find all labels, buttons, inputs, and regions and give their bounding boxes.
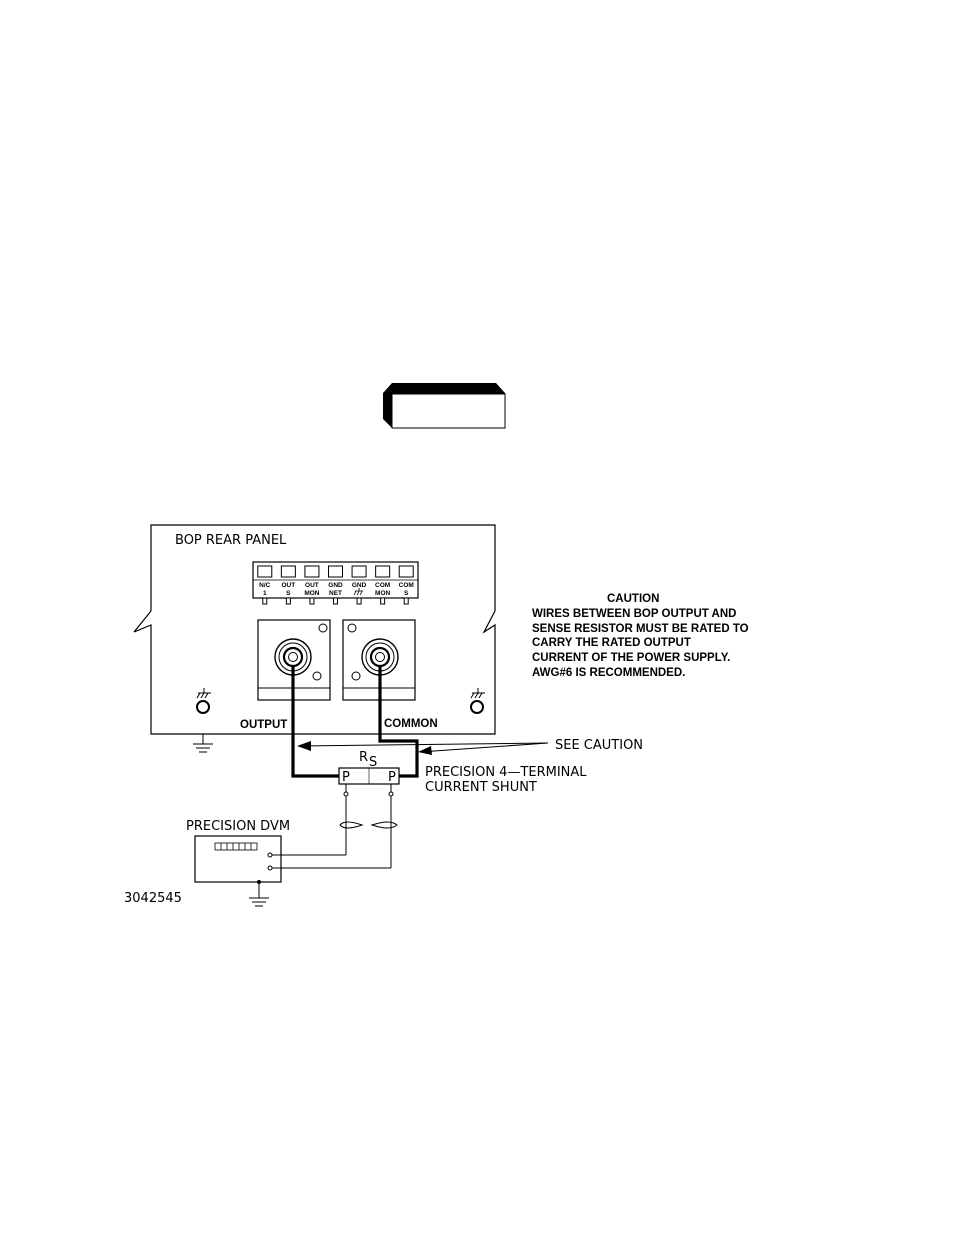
terminal-pin (404, 598, 408, 604)
shunt-subscript: S (369, 755, 377, 770)
terminal-label-top: COM (399, 582, 414, 589)
terminal-label-bottom: S (404, 590, 409, 597)
chassis-ground-right (471, 688, 485, 713)
terminal-label-bottom: 1 (263, 590, 267, 597)
dvm-label: PRECISION DVM (186, 819, 290, 834)
terminal-pin (334, 598, 338, 604)
terminal-label-top: GND (352, 582, 367, 589)
terminal-pin (357, 598, 361, 604)
terminal-label-bottom: MON (304, 590, 319, 597)
terminal-pin (381, 598, 385, 604)
shunt-terminal-left: P (342, 770, 350, 785)
figure-banner (383, 383, 505, 428)
precision-dvm (195, 836, 281, 884)
test-lead-left (340, 796, 362, 855)
common-label: COMMON (384, 718, 438, 730)
caution-title: CAUTION (607, 593, 659, 605)
terminal-label-top: OUT (305, 582, 319, 589)
terminal-label-top: GND (328, 582, 343, 589)
caution-line-3: CARRY THE RATED OUTPUT (532, 637, 691, 649)
see-caution-arrows (297, 741, 548, 755)
caution-line-2: SENSE RESISTOR MUST BE RATED TO (532, 623, 749, 635)
terminal-screw (399, 566, 413, 577)
caution-line-1: WIRES BETWEEN BOP OUTPUT AND (532, 608, 736, 620)
chassis-ground-left (197, 688, 211, 713)
terminal-screw (281, 566, 295, 577)
terminal-label-bottom: MON (375, 590, 390, 597)
shunt-label-line2: CURRENT SHUNT (425, 780, 537, 795)
shunt-label-line1: PRECISION 4—TERMINAL (425, 765, 587, 780)
terminal-pin (263, 598, 267, 604)
drawing-number: 3042545 (124, 891, 182, 906)
terminal-label-bottom: NET (329, 590, 342, 597)
caution-line-5: AWG#6 IS RECOMMENDED. (532, 667, 685, 679)
shunt-terminal-right: P (388, 770, 396, 785)
terminal-label-top: OUT (281, 582, 295, 589)
terminal-pin (286, 598, 290, 604)
terminal-label-top: COM (375, 582, 390, 589)
terminal-screw (305, 566, 319, 577)
caution-note: CAUTION WIRES BETWEEN BOP OUTPUT AND SEN… (532, 593, 749, 679)
terminal-label-top: N/C (259, 582, 271, 589)
terminal-screw (329, 566, 343, 577)
terminal-screw (258, 566, 272, 577)
earth-ground-panel (193, 734, 213, 752)
terminal-label-bottom: S (286, 590, 291, 597)
output-label: OUTPUT (240, 719, 287, 731)
panel-title: BOP REAR PANEL (175, 533, 287, 548)
terminal-screw (352, 566, 366, 577)
caution-line-4: CURRENT OF THE POWER SUPPLY. (532, 652, 730, 664)
terminal-pin (310, 598, 314, 604)
terminal-screw (376, 566, 390, 577)
shunt-symbol: R (359, 750, 368, 765)
test-lead-right (372, 796, 397, 868)
see-caution-label: SEE CAUTION (555, 738, 643, 753)
earth-ground-dvm (249, 882, 269, 906)
